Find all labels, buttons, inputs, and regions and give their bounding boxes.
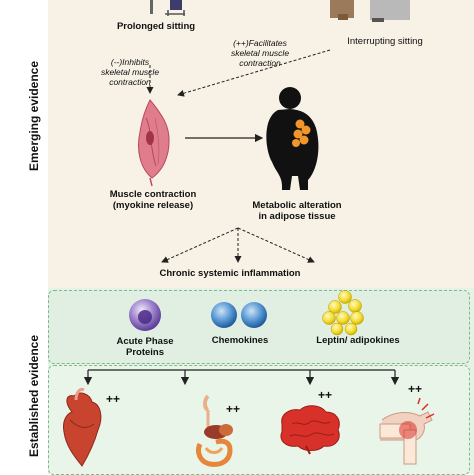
metabolic-alteration-line-2: in adipose tissue	[258, 211, 336, 222]
heart-plus-sign: ++	[106, 392, 121, 406]
acute-phase-protein-icon	[129, 299, 161, 331]
adipokine-cluster-icon	[322, 290, 364, 336]
brain-icon	[280, 405, 340, 455]
knee-joint-icon	[379, 397, 435, 465]
prolonged-sitting-label: Prolonged sitting	[116, 21, 196, 32]
chemokines-label: Chemokines	[211, 335, 269, 346]
muscle-contraction-line-1: Muscle contraction	[109, 189, 197, 200]
chemokine-icon	[211, 302, 267, 328]
knee-plus-sign: ++	[408, 382, 423, 396]
sitting-person-icon	[150, 0, 185, 16]
metabolic-alteration-label: Metabolic alteration in adipose tissue	[232, 200, 362, 222]
emerging-panel	[48, 0, 474, 288]
facilitates-note-line-3: contraction	[239, 58, 281, 68]
facilitates-note-line-2: skeletal muscle	[230, 48, 290, 58]
facilitates-note: (++)Facilitates skeletal muscle contract…	[200, 38, 320, 68]
facilitates-note-line-1: (++)Facilitates	[233, 38, 287, 48]
digestive-system-icon	[195, 394, 233, 467]
muscle-fiber-icon	[138, 99, 170, 187]
inhibits-note-line-1: (--)Inhibits	[110, 57, 150, 67]
inhibits-note-line-2: skeletal muscle	[100, 67, 160, 77]
inhibits-note-line-3: contraction	[109, 77, 151, 87]
muscle-contraction-label: Muscle contraction (myokine release)	[88, 189, 218, 211]
chronic-inflammation-label: Chronic systemic inflammation	[159, 268, 301, 279]
acute-phase-proteins-label: Acute Phase Proteins	[100, 336, 190, 358]
leptin-adipokines-label: Leptin/ adipokines	[316, 335, 400, 346]
acute-phase-line-1: Acute Phase	[116, 336, 174, 347]
standing-people-icon	[330, 0, 410, 22]
markers-box	[48, 290, 470, 364]
heart-icon	[63, 388, 102, 467]
muscle-contraction-line-2: (myokine release)	[112, 200, 194, 211]
digestive-plus-sign: ++	[226, 402, 241, 416]
inhibits-note: (--)Inhibits skeletal muscle contraction	[70, 57, 190, 87]
obese-body-icon	[266, 87, 319, 190]
metabolic-alteration-line-1: Metabolic alteration	[252, 200, 342, 211]
interrupting-sitting-label: Interrupting sitting	[347, 36, 423, 47]
brain-plus-sign: ++	[318, 388, 333, 402]
acute-phase-line-2: Proteins	[125, 347, 164, 358]
